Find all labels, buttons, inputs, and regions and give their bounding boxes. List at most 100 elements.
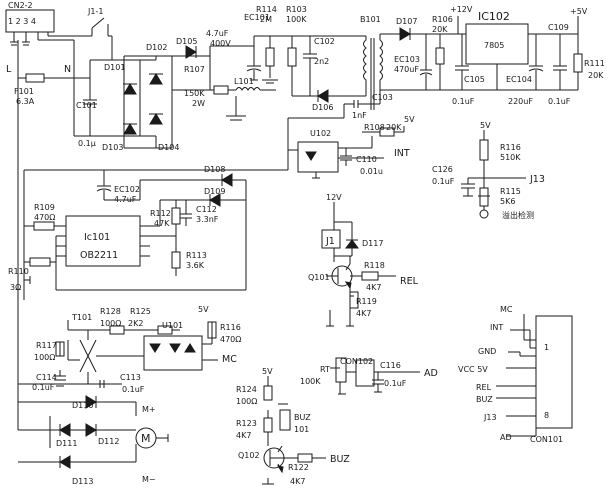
- diode-d104: [149, 113, 163, 125]
- label-r125-v: 2K2: [128, 319, 143, 328]
- q102-emitter-arrow: [276, 465, 284, 474]
- label-r128: R128: [100, 307, 121, 316]
- label-f101-v: 6.3A: [16, 97, 35, 106]
- diode-d117: [345, 239, 359, 249]
- label-c105-v: 0.1uF: [452, 97, 475, 106]
- label-d105: D105: [176, 37, 197, 46]
- label-mplus: M+: [142, 405, 156, 414]
- label-r110: R110: [8, 267, 29, 276]
- label-r113: R113: [186, 251, 207, 260]
- opto-triac-u101: [169, 343, 181, 353]
- diode-d103: [123, 123, 137, 135]
- label-p12v: +12V: [450, 5, 473, 14]
- label-d110: D110: [72, 401, 93, 410]
- label-c103-v: 1nF: [352, 111, 367, 120]
- label-r122-v: 4K7: [290, 477, 305, 486]
- label-ec101: EC101: [244, 13, 270, 22]
- label-r128-v: 100Ω: [100, 319, 121, 328]
- label-d112: D112: [98, 437, 119, 446]
- label-d113: D113: [72, 477, 93, 486]
- label-r103-v: 100K: [286, 15, 307, 24]
- label-L: L: [6, 64, 12, 75]
- label-c112-v: 3.3nF: [196, 215, 219, 224]
- label-r118: R118: [364, 261, 385, 270]
- label-r125: R125: [130, 307, 151, 316]
- label-r108: R108: [364, 123, 385, 132]
- label-r116a: R116: [500, 143, 521, 152]
- label-c110: C110: [356, 155, 377, 164]
- label-v5a: 5V: [404, 115, 415, 124]
- label-c126: C126: [432, 165, 453, 174]
- label-j11: J1-1: [87, 7, 103, 16]
- label-r112-v: 47K: [154, 219, 170, 228]
- label-r107-v1: 150K: [184, 89, 205, 98]
- label-d103: D103: [102, 143, 123, 152]
- label-r114-v: 2M: [260, 15, 272, 24]
- label-u101: U101: [162, 321, 183, 330]
- label-c116-v: 0.1uF: [384, 379, 407, 388]
- label-d102: D102: [146, 43, 167, 52]
- label-cn22: CN2-2: [8, 1, 33, 10]
- label-ec104-v: 220uF: [508, 97, 533, 106]
- con101-signal-rel: REL: [476, 383, 492, 392]
- con101-signal-mc: MC: [500, 305, 513, 314]
- label-buz101-v: 101: [294, 425, 309, 434]
- diode-d101: [123, 83, 137, 95]
- label-c109: C109: [548, 23, 569, 32]
- opto-led-u102: [305, 151, 317, 161]
- con101-signal-buz: BUZ: [476, 395, 493, 404]
- label-r107-v2: 2W: [192, 99, 205, 108]
- label-r118-v: 4K7: [366, 283, 381, 292]
- label-q101: Q101: [308, 273, 330, 282]
- label-buz: BUZ: [330, 454, 350, 465]
- diodes: [59, 27, 411, 474]
- label-r107: R107: [184, 65, 205, 74]
- label-r114: R114: [256, 5, 277, 14]
- label-int: INT: [394, 148, 410, 159]
- con101-signal-j13: J13: [483, 413, 497, 422]
- label-d101: D101: [104, 63, 125, 72]
- label-r116b: R116: [220, 323, 241, 332]
- label-c114-v: 0.1uF: [32, 383, 55, 392]
- label-r103: R103: [286, 5, 307, 14]
- label-c116: C116: [380, 361, 401, 370]
- label-v5c: 5V: [198, 305, 209, 314]
- label-r123: R123: [236, 419, 257, 428]
- label-c112: C112: [196, 205, 217, 214]
- label-r106-v: 20K: [432, 25, 448, 34]
- label-r117: R117: [36, 341, 57, 350]
- label-c102-v: 2n2: [314, 57, 329, 66]
- opto-led-u101: [149, 343, 161, 353]
- q101-emitter-arrow: [344, 281, 352, 290]
- label-t101: T101: [71, 313, 92, 322]
- label-c103: C103: [372, 93, 393, 102]
- con101-signal-int: INT: [490, 323, 503, 332]
- label-b101: B101: [360, 15, 381, 24]
- label-d107: D107: [396, 17, 417, 26]
- label-d108: D108: [204, 165, 225, 174]
- label-ic102-v: 7805: [484, 41, 504, 50]
- label-r123-v: 4K7: [236, 431, 251, 440]
- diode-d107: [399, 27, 411, 41]
- label-ic102: IC102: [478, 10, 510, 23]
- diode-d111: [59, 423, 71, 437]
- label-N: N: [64, 64, 71, 75]
- label-c101: C101: [76, 101, 97, 110]
- label-j13: J13: [529, 174, 545, 185]
- con101-pin-1: 1: [544, 343, 549, 352]
- label-r124-v: 100Ω: [236, 397, 257, 406]
- label-ec104: EC104: [506, 75, 532, 84]
- label-r110-v: 3Ω: [10, 283, 21, 292]
- con101-signal-ad: AD: [500, 433, 512, 442]
- label-overflow: 溢出检测: [502, 210, 534, 220]
- label-rt-v: 100K: [300, 377, 321, 386]
- label-mminus: M−: [142, 475, 156, 484]
- label-r108-v: 20K: [386, 123, 402, 132]
- opto-triac-u101b: [184, 343, 196, 353]
- label-c102: C102: [314, 37, 335, 46]
- label-c113: C113: [120, 373, 141, 382]
- label-c126-v: 0.1uF: [432, 177, 455, 186]
- label-v5d: 5V: [262, 367, 273, 376]
